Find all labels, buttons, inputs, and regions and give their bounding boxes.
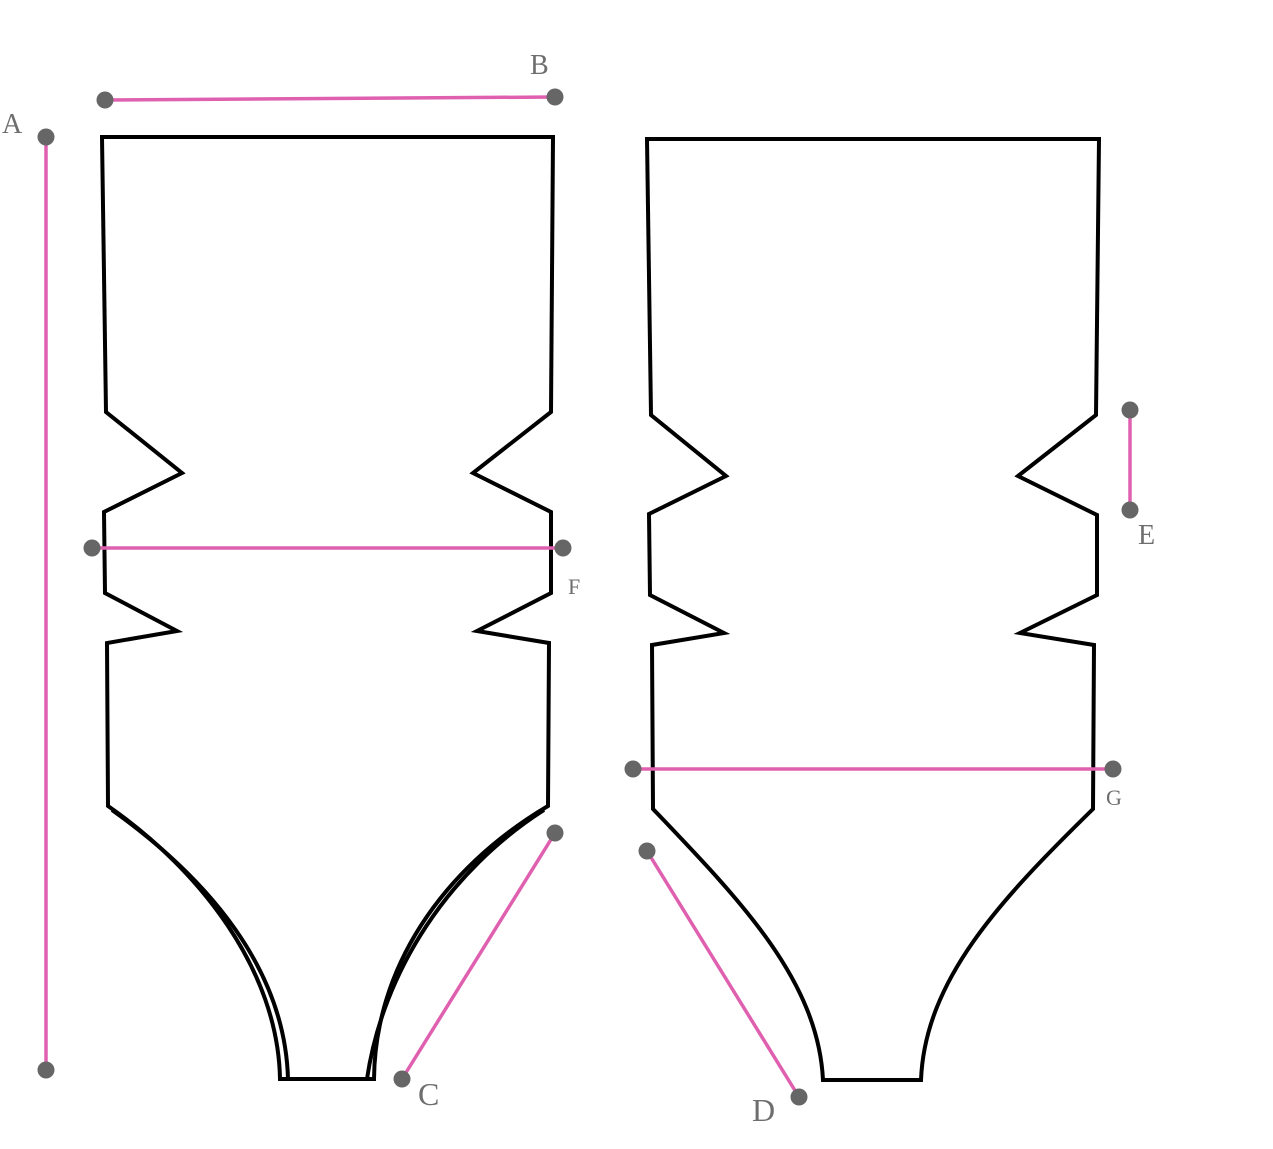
endpoint-dot [546,88,564,106]
endpoint-dot [37,1061,55,1079]
endpoint-dot [393,1070,411,1088]
measurement-e: E [1121,401,1155,551]
endpoint-dot [790,1088,808,1106]
measurement-label: E [1138,520,1155,551]
measurement-label: A [2,109,23,140]
front-piece [99,135,556,1081]
endpoint-dot [37,128,55,146]
endpoint-dot [1104,760,1122,778]
endpoint-dot [624,760,642,778]
endpoint-dot [554,539,572,557]
measurement-label: G [1106,785,1122,810]
measurement-a: A [2,109,55,1079]
measurement-b: B [96,50,564,109]
measurement-label: C [418,1076,439,1112]
measure-line [103,95,557,102]
measurement-label: F [568,574,580,599]
endpoint-dot [638,842,656,860]
measurement-f: F [83,539,580,599]
front-piece-seam-line [110,808,290,1080]
measurement-label: D [752,1092,775,1128]
endpoint-dot [1121,501,1139,519]
endpoint-dot [96,91,114,109]
measurement-label: B [530,50,549,81]
measurement-c: C [393,824,564,1112]
front-piece-seam-line [365,808,546,1080]
back-piece-outline [644,137,1102,1082]
measurement-d: D [638,842,808,1128]
front-piece-outline [99,135,556,1081]
measure-line [645,849,801,1099]
measurement-lines: A B C D E F G [2,50,1155,1128]
back-piece [644,137,1102,1082]
measurement-g: G [624,760,1122,810]
measure-line [400,831,557,1081]
endpoint-dot [83,539,101,557]
endpoint-dot [1121,401,1139,419]
endpoint-dot [546,824,564,842]
pattern-pieces [99,135,1102,1082]
